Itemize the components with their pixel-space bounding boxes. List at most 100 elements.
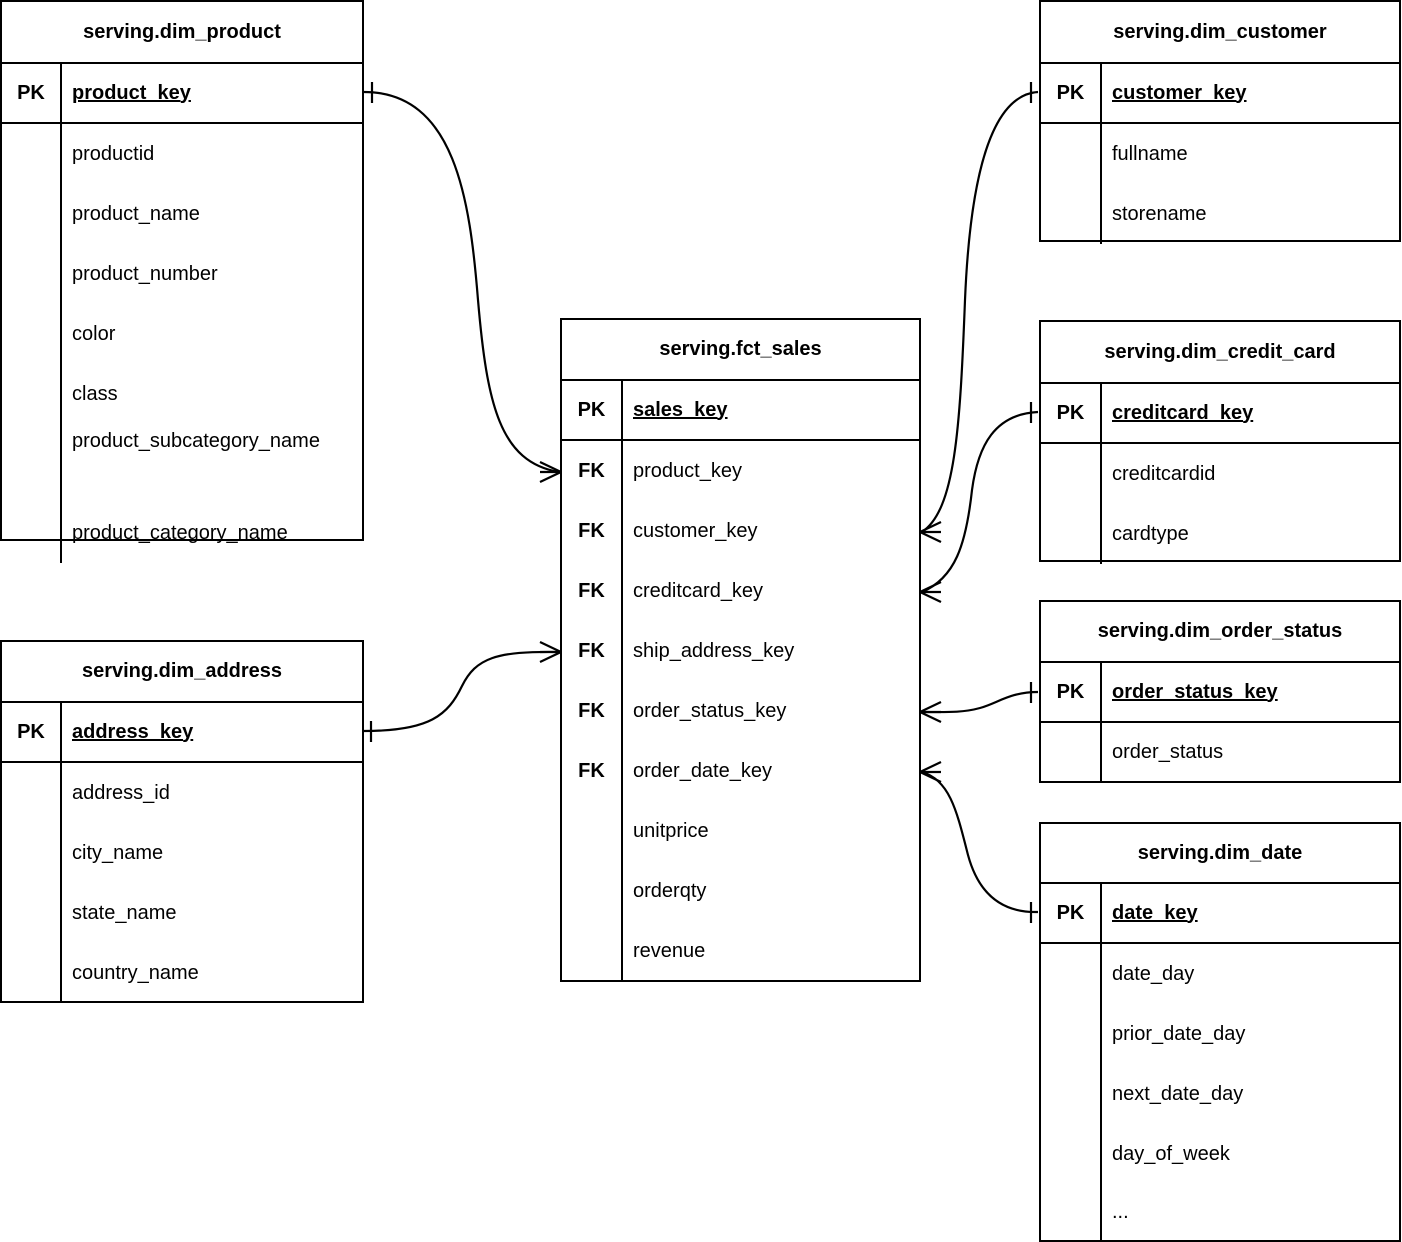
- attr-key-blank: [1041, 944, 1100, 1004]
- attribute-address-id: address_id: [72, 781, 170, 804]
- pk-marker-dim-credit-card: PK: [1056, 401, 1085, 424]
- attr-key-blank: [2, 503, 60, 563]
- attribute-orderqty: orderqty: [633, 879, 707, 902]
- entity-title-dim-address: serving.dim_address: [2, 642, 362, 703]
- attribute-city-name: city_name: [72, 841, 164, 864]
- pk-row-dim-date[interactable]: PK date_key: [1041, 884, 1399, 944]
- attribute-creditcardid: creditcardid: [1112, 462, 1216, 485]
- entity-body-dim-date: PK date_key date_day prior_date_day n: [1041, 884, 1399, 1240]
- pk-name-dim-date: date_key: [1112, 901, 1198, 924]
- entity-dim-credit-card[interactable]: serving.dim_credit_card PK creditcard_ke…: [1039, 320, 1401, 564]
- attr-key-blank: [2, 124, 60, 184]
- entity-body-fct-sales: PK sales_key FK FK FK FK FK FK: [562, 381, 919, 981]
- attribute-customer-key: customer_key: [633, 519, 758, 542]
- pk-row-dim-order-status[interactable]: PK order_status_key: [1041, 663, 1399, 723]
- attribute-productid: productid: [72, 142, 155, 165]
- pk-name-dim-order-status: order_status_key: [1112, 680, 1278, 703]
- entity-title-dim-date: serving.dim_date: [1041, 824, 1399, 884]
- entity-body-dim-address: PK address_key address_id city_name stat…: [2, 703, 362, 1003]
- attribute-color: color: [72, 322, 116, 345]
- attributes-dim-credit-card: creditcardid cardtype: [1041, 444, 1399, 564]
- entity-fct-sales[interactable]: serving.fct_sales PK sales_key FK FK FK …: [560, 318, 921, 982]
- pk-row-dim-address[interactable]: PK address_key: [2, 703, 362, 763]
- attributes-dim-customer: fullname storename: [1041, 124, 1399, 244]
- attribute-date-day: date_day: [1112, 962, 1195, 985]
- fk-marker-creditcard-key: FK: [578, 579, 605, 602]
- attributes-dim-address: address_id city_name state_name country_…: [2, 763, 362, 1003]
- attr-key-blank: [1041, 444, 1100, 504]
- attribute-order-date-key: order_date_key: [633, 759, 772, 782]
- attribute-state-name: state_name: [72, 901, 177, 924]
- pk-marker-dim-address: PK: [17, 720, 45, 743]
- pk-row-fct-sales[interactable]: PK sales_key: [562, 381, 919, 441]
- attr-key-blank: [1041, 1004, 1100, 1064]
- pk-row-dim-customer[interactable]: PK customer_key: [1041, 64, 1399, 124]
- attribute-class: class: [72, 382, 118, 405]
- entity-dim-customer[interactable]: serving.dim_customer PK customer_key ful…: [1039, 0, 1401, 244]
- entity-dim-product[interactable]: serving.dim_product PK product_key: [0, 0, 364, 563]
- pk-row-dim-credit-card[interactable]: PK creditcard_key: [1041, 384, 1399, 444]
- entity-title-fct-sales: serving.fct_sales: [562, 320, 919, 381]
- attribute-revenue: revenue: [633, 939, 706, 962]
- attr-key-blank: [2, 364, 60, 424]
- attr-key-blank: [1041, 124, 1100, 184]
- attr-key-blank: [1041, 1124, 1100, 1184]
- attribute-fullname: fullname: [1112, 142, 1188, 165]
- fk-marker-order-status-key: FK: [578, 699, 605, 722]
- attr-key-blank: [562, 801, 621, 861]
- relationship-line-creditcard: [919, 402, 1039, 603]
- entity-body-dim-order-status: PK order_status_key order_status: [1041, 663, 1399, 781]
- entity-title-dim-credit-card: serving.dim_credit_card: [1041, 322, 1399, 384]
- pk-name-dim-product: product_key: [72, 81, 191, 104]
- attr-key-blank: [562, 861, 621, 921]
- attributes-fct-sales: FK FK FK FK FK FK product_key customer_k…: [562, 441, 919, 981]
- attr-key-blank: [562, 921, 621, 981]
- entity-dim-date[interactable]: serving.dim_date PK date_key: [1039, 822, 1401, 1242]
- pk-name-dim-credit-card: creditcard_key: [1112, 401, 1254, 424]
- entity-body-dim-credit-card: PK creditcard_key creditcardid cardtype: [1041, 384, 1399, 564]
- attribute-storename: storename: [1112, 202, 1207, 225]
- attr-key-blank: [2, 823, 60, 883]
- relationship-line-orderstatus: [919, 682, 1039, 723]
- entity-body-dim-product: PK product_key productid: [2, 64, 362, 563]
- attribute-country-name: country_name: [72, 961, 199, 984]
- pk-marker-dim-customer: PK: [1056, 81, 1085, 104]
- entity-dim-order-status[interactable]: serving.dim_order_status PK order_status…: [1039, 600, 1401, 783]
- attribute-product-number: product_number: [72, 262, 218, 285]
- attr-key-blank: [1041, 184, 1100, 244]
- fk-marker-order-date-key: FK: [578, 759, 605, 782]
- entity-body-dim-customer: PK customer_key fullname storename: [1041, 64, 1399, 244]
- pk-row-dim-product[interactable]: PK product_key: [2, 64, 362, 124]
- pk-name-fct-sales: sales_key: [633, 398, 728, 421]
- entity-title-dim-customer: serving.dim_customer: [1041, 2, 1399, 64]
- attribute-next-date-day: next_date_day: [1112, 1082, 1244, 1105]
- entity-dim-address[interactable]: serving.dim_address PK address_key ad: [0, 640, 364, 1003]
- attribute-unitprice: unitprice: [633, 819, 709, 842]
- attributes-dim-date: date_day prior_date_day next_date_day da…: [1041, 944, 1399, 1240]
- pk-name-dim-customer: customer_key: [1112, 81, 1247, 104]
- attr-key-blank: [2, 184, 60, 244]
- attribute-product-category-name: product_category_name: [72, 521, 288, 544]
- attr-key-blank: [1041, 1064, 1100, 1124]
- attr-key-blank: [1041, 723, 1100, 781]
- relationship-line-date: [919, 761, 1039, 923]
- attribute-order-status: order_status: [1112, 740, 1224, 763]
- fk-marker-ship-address-key: FK: [578, 639, 605, 662]
- attribute-ship-address-key: ship_address_key: [633, 639, 795, 662]
- pk-marker-dim-product: PK: [17, 81, 45, 104]
- attr-key-blank: [2, 883, 60, 943]
- attr-key-blank: [2, 304, 60, 364]
- pk-name-dim-address: address_key: [72, 720, 194, 743]
- fk-marker-product-key: FK: [578, 459, 605, 482]
- pk-marker-dim-date: PK: [1056, 901, 1085, 924]
- attribute-product-subcategory-name: product_subcategory_name: [72, 430, 320, 452]
- attr-key-blank: [2, 244, 60, 304]
- entity-title-dim-order-status: serving.dim_order_status: [1041, 602, 1399, 663]
- pk-marker-fct-sales: PK: [577, 398, 606, 421]
- relationship-line-customer: [919, 82, 1039, 543]
- attr-key-blank: [2, 763, 60, 823]
- attribute-creditcard-key: creditcard_key: [633, 579, 764, 602]
- entity-title-dim-product: serving.dim_product: [2, 2, 362, 64]
- relationship-line-address: [363, 641, 562, 742]
